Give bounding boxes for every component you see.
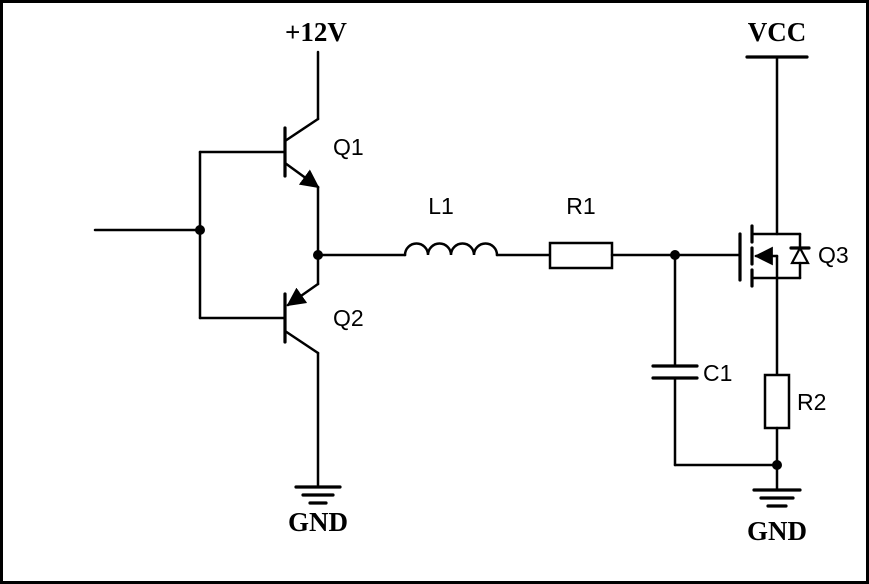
- gnd-left-label: GND: [288, 507, 348, 537]
- transistor-q1-npn: [198, 117, 320, 257]
- l1-label: L1: [428, 193, 454, 219]
- q1-collector-lead: [283, 117, 320, 143]
- ground-symbol-left: [294, 485, 342, 505]
- vcc-label: VCC: [748, 17, 807, 47]
- capacitor-c1: [651, 253, 699, 467]
- resistor-r2: [763, 373, 791, 430]
- c1-label: C1: [703, 360, 732, 386]
- q2-emitter-arrow: [286, 282, 320, 307]
- r1-label: R1: [566, 193, 595, 219]
- ground-symbol-right: [752, 488, 802, 508]
- supply-12v-label: +12V: [285, 17, 347, 47]
- q1-label: Q1: [333, 134, 364, 160]
- q2-label: Q2: [333, 305, 364, 331]
- q2-collector-lead: [283, 329, 320, 355]
- resistor-r1: [548, 241, 614, 270]
- transistor-q2-pnp: [198, 253, 320, 487]
- r2-label: R2: [797, 389, 826, 415]
- gnd-right-label: GND: [747, 516, 807, 546]
- q1-emitter-arrow: [283, 161, 320, 189]
- q3-diode-triangle: [790, 245, 810, 265]
- mosfet-q3: [738, 224, 811, 288]
- q3-label: Q3: [818, 242, 849, 268]
- inductor-l1: [403, 242, 499, 257]
